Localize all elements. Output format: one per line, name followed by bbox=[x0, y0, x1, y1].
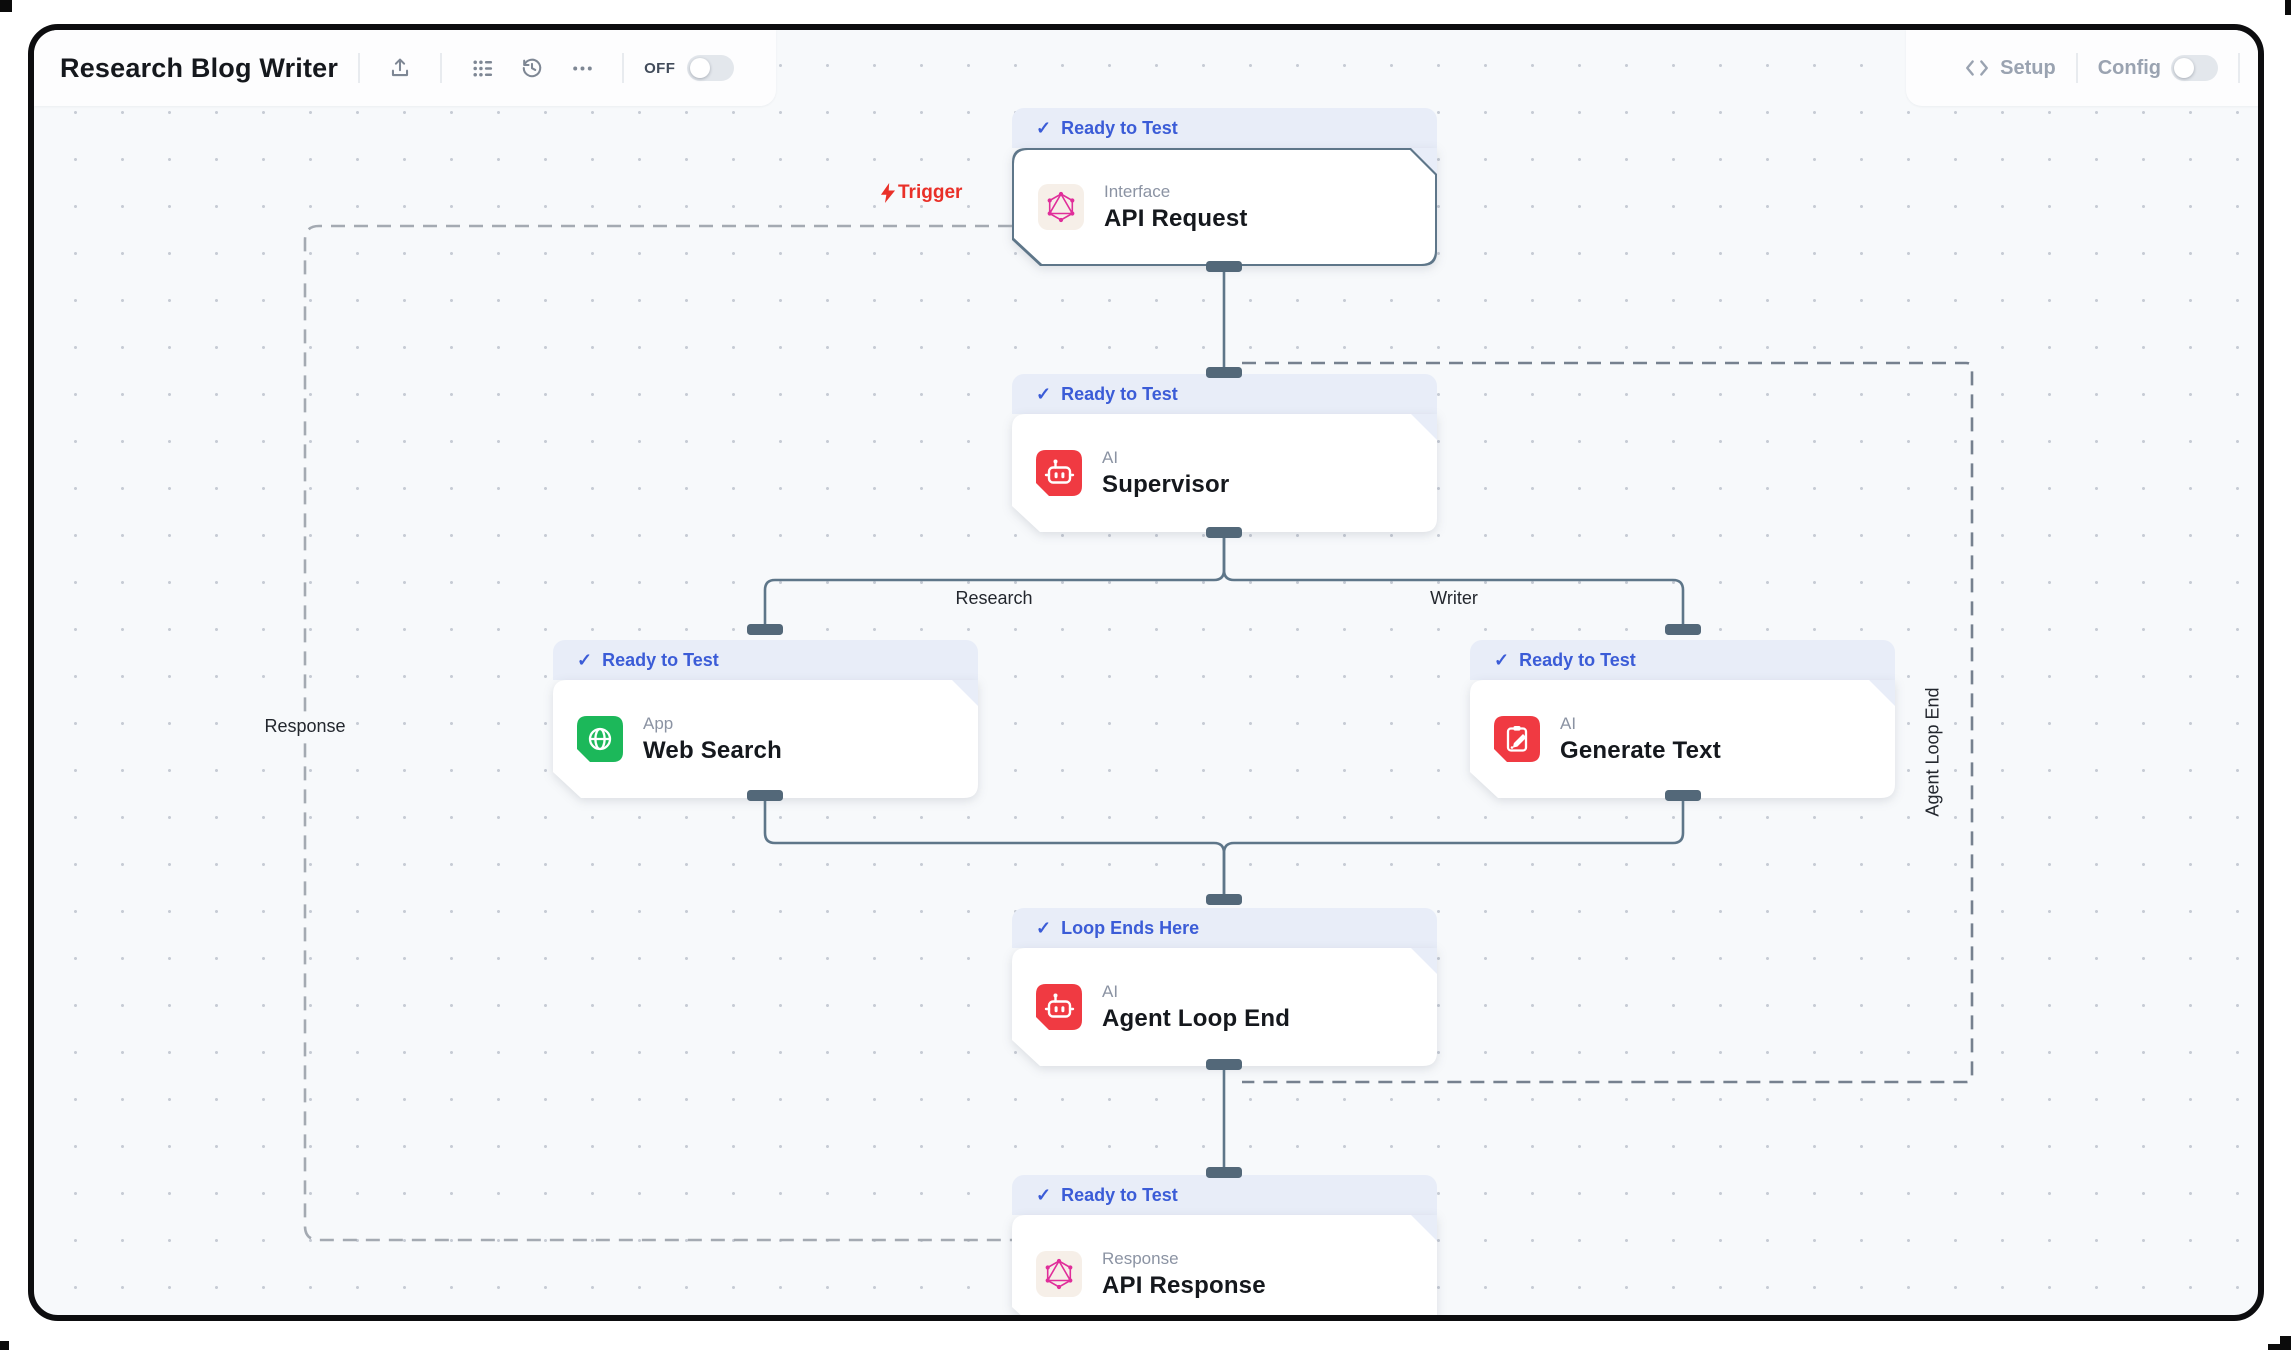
screen-corner-fragment bbox=[2268, 1344, 2291, 1350]
status-badge: ✓ Ready to Test bbox=[1012, 1175, 1437, 1215]
robot-icon bbox=[1036, 984, 1082, 1030]
node-type: Response bbox=[1102, 1248, 1179, 1268]
check-icon: ✓ bbox=[1494, 649, 1510, 670]
node-type: AI bbox=[1560, 713, 1577, 733]
toolbar-left: Research Blog Writer bbox=[34, 30, 776, 106]
screen-corner-fragment bbox=[2285, 0, 2291, 15]
globe-icon bbox=[577, 716, 623, 762]
status-badge-label: Ready to Test bbox=[1061, 1184, 1178, 1205]
status-badge-label: Ready to Test bbox=[1061, 117, 1178, 138]
check-icon: ✓ bbox=[577, 649, 593, 670]
toolbar-divider bbox=[622, 53, 625, 83]
status-badge: ✓ Ready to Test bbox=[1470, 640, 1895, 680]
toolbar-divider bbox=[440, 53, 443, 83]
workflow-enabled-toggle[interactable] bbox=[687, 55, 735, 81]
dotted-list-icon[interactable] bbox=[462, 48, 502, 88]
lightning-bolt-icon bbox=[880, 183, 896, 203]
toolbar-divider bbox=[2238, 53, 2240, 83]
setup-label: Setup bbox=[2000, 56, 2056, 79]
toolbar-right: Setup Config bbox=[1906, 30, 2258, 106]
node-web-search[interactable]: ✓ Ready to Test App Web Search bbox=[553, 640, 978, 798]
status-badge-label: Loop Ends Here bbox=[1061, 917, 1200, 938]
config-toggle[interactable] bbox=[2171, 55, 2218, 81]
node-title: Web Search bbox=[643, 736, 782, 764]
node-agent-loop-end[interactable]: ✓ Loop Ends Here bbox=[1012, 908, 1437, 1066]
node-type: AI bbox=[1102, 447, 1119, 467]
trigger-label: Trigger bbox=[880, 182, 962, 204]
check-icon: ✓ bbox=[1036, 917, 1052, 938]
check-icon: ✓ bbox=[1036, 117, 1052, 138]
screen-corner-fragment bbox=[2280, 1336, 2291, 1350]
screen-corner-fragment bbox=[0, 0, 12, 12]
upload-icon[interactable] bbox=[380, 48, 420, 88]
setup-button[interactable]: Setup bbox=[1964, 56, 2056, 80]
node-api-response[interactable]: ✓ Ready to Test bbox=[1012, 1175, 1437, 1321]
toolbar-divider bbox=[358, 53, 361, 83]
node-title: Agent Loop End bbox=[1102, 1004, 1291, 1032]
node-title: API Request bbox=[1104, 204, 1248, 232]
node-type: AI bbox=[1102, 981, 1119, 1001]
status-badge-label: Ready to Test bbox=[1519, 649, 1636, 670]
config-label: Config bbox=[2097, 56, 2161, 79]
clipboard-pen-icon bbox=[1494, 716, 1540, 762]
screen-corner-fragment bbox=[0, 1341, 9, 1350]
status-badge-label: Ready to Test bbox=[1061, 383, 1178, 404]
hexagram-icon bbox=[1036, 1251, 1082, 1297]
branch-label-writer: Writer bbox=[1430, 588, 1478, 608]
more-options-icon[interactable] bbox=[562, 48, 602, 88]
status-badge: ✓ Loop Ends Here bbox=[1012, 908, 1437, 948]
history-icon[interactable] bbox=[512, 48, 552, 88]
status-badge: ✓ Ready to Test bbox=[1012, 374, 1437, 414]
toggle-knob bbox=[690, 58, 711, 78]
hexagram-icon bbox=[1038, 184, 1084, 230]
node-type: Interface bbox=[1104, 181, 1171, 201]
branch-label-research: Research bbox=[955, 588, 1033, 608]
check-icon: ✓ bbox=[1036, 1184, 1052, 1205]
code-brackets-icon bbox=[1966, 60, 1989, 76]
node-type: App bbox=[643, 713, 674, 733]
toggle-knob bbox=[2174, 58, 2194, 78]
config-control[interactable]: Config bbox=[2098, 55, 2218, 81]
node-supervisor[interactable]: ✓ Ready to Test bbox=[1012, 374, 1437, 532]
node-title: Supervisor bbox=[1102, 470, 1230, 498]
status-badge-label: Ready to Test bbox=[602, 649, 719, 670]
workflow-title[interactable]: Research Blog Writer bbox=[60, 52, 339, 83]
edge-label-agent-loop-end: Agent Loop End bbox=[1922, 687, 1943, 817]
edge-label-response: Response bbox=[257, 713, 353, 740]
robot-icon bbox=[1036, 450, 1082, 496]
status-badge: ✓ Ready to Test bbox=[1012, 108, 1437, 148]
node-title: Generate Text bbox=[1560, 736, 1721, 764]
off-label: OFF bbox=[644, 59, 676, 77]
check-icon: ✓ bbox=[1036, 383, 1052, 404]
node-generate-text[interactable]: ✓ Ready to Test AI bbox=[1470, 640, 1895, 798]
status-badge: ✓ Ready to Test bbox=[553, 640, 978, 680]
app-window: Trigger Research Writer Response Agent L… bbox=[28, 24, 2264, 1321]
toolbar-divider bbox=[2075, 53, 2078, 83]
node-title: API Response bbox=[1102, 1271, 1266, 1299]
node-api-request[interactable]: ✓ Ready to Test bbox=[1012, 108, 1437, 266]
